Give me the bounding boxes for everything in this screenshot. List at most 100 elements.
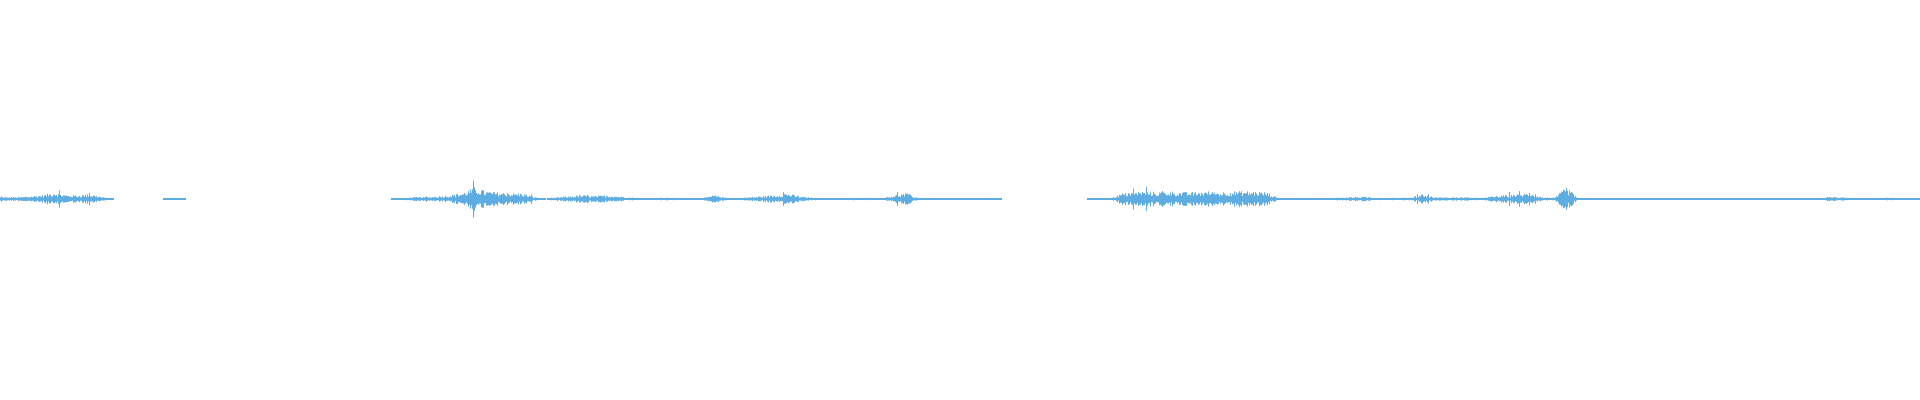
waveform-sample [1120, 195, 1121, 203]
waveform-sample [1163, 192, 1164, 206]
waveform-sample [1581, 198, 1582, 200]
waveform-sample [842, 198, 843, 200]
waveform-sample [877, 198, 878, 200]
waveform-sample [1911, 198, 1912, 200]
waveform-sample [890, 197, 891, 200]
waveform-sample [1316, 198, 1317, 200]
waveform-sample [93, 195, 94, 203]
waveform-sample [1898, 198, 1899, 200]
waveform-sample [1395, 198, 1396, 200]
waveform-sample [1440, 197, 1441, 201]
waveform-sample [1185, 192, 1186, 206]
waveform-sample [534, 198, 535, 200]
waveform-sample [5, 197, 6, 201]
waveform-sample [1699, 198, 1700, 200]
waveform-sample [1370, 197, 1371, 201]
waveform-sample [1424, 196, 1425, 202]
waveform-sample [1864, 198, 1865, 200]
waveform-sample [803, 197, 804, 201]
waveform-sample [736, 198, 737, 200]
waveform-sample [428, 197, 429, 201]
waveform-sample [393, 198, 394, 200]
waveform-sample [63, 195, 64, 203]
waveform-sample [1747, 198, 1748, 200]
waveform-sample [1733, 198, 1734, 200]
waveform-sample [1378, 198, 1379, 200]
waveform-sample [1754, 198, 1755, 200]
waveform-sample [1574, 197, 1575, 201]
waveform-sample [25, 196, 26, 201]
waveform-sample [110, 198, 111, 200]
waveform-sample [634, 198, 635, 200]
waveform-sample [1335, 198, 1336, 200]
waveform-sample [1470, 198, 1471, 200]
waveform-sample [1793, 198, 1794, 200]
waveform-sample [1903, 198, 1904, 200]
waveform-sample [935, 198, 936, 200]
waveform-sample [1190, 195, 1191, 203]
waveform-sample [1109, 198, 1110, 200]
waveform-sample [1569, 190, 1570, 208]
waveform-sample [576, 195, 577, 203]
waveform-sample [542, 198, 543, 200]
waveform-sample [1869, 198, 1870, 200]
waveform-sample [1248, 195, 1249, 203]
waveform-sample [720, 197, 721, 201]
waveform-sample [1617, 198, 1618, 200]
waveform-sample [1333, 198, 1334, 200]
waveform-sample [788, 194, 789, 204]
waveform-sample [1895, 198, 1896, 200]
waveform-sample [1327, 198, 1328, 200]
waveform-sample [111, 198, 112, 200]
waveform-sample [1872, 198, 1873, 200]
waveform-sample [21, 197, 22, 201]
waveform-sample [1729, 198, 1730, 200]
waveform-sample [1208, 191, 1209, 207]
waveform-sample [1407, 198, 1408, 200]
waveform-sample [1736, 198, 1737, 200]
waveform-sample [944, 198, 945, 200]
waveform-sample [741, 197, 742, 201]
waveform-sample [649, 198, 650, 200]
waveform-sample [1268, 195, 1269, 203]
waveform-sample [1787, 198, 1788, 200]
waveform-sample [1321, 198, 1322, 200]
waveform-sample [163, 198, 164, 200]
waveform-sample [703, 198, 704, 200]
waveform-sample [707, 197, 708, 201]
waveform-sample [91, 196, 92, 202]
waveform-sample [1197, 194, 1198, 204]
waveform-sample [1719, 198, 1720, 200]
waveform-sample [625, 198, 626, 200]
waveform-sample [562, 197, 563, 201]
waveform-sample [451, 197, 452, 201]
waveform-sample [107, 198, 108, 200]
waveform-sample [543, 198, 544, 200]
waveform-sample [1256, 193, 1257, 205]
waveform-sample [1481, 198, 1482, 200]
waveform-sample [400, 198, 401, 200]
waveform-sample [1603, 198, 1604, 200]
waveform-sample [1835, 197, 1836, 201]
waveform-sample [1187, 195, 1188, 203]
waveform-sample [422, 198, 423, 200]
waveform-sample [1582, 198, 1583, 200]
waveform-sample [747, 197, 748, 201]
waveform-sample [575, 197, 576, 201]
waveform-sample [879, 198, 880, 200]
waveform-sample [1862, 198, 1863, 200]
waveform-sample [946, 198, 947, 200]
waveform-sample [465, 194, 466, 204]
waveform-sample [646, 198, 647, 200]
waveform-sample [407, 197, 408, 201]
waveform-sample [1841, 197, 1842, 201]
waveform-sample [1837, 197, 1838, 201]
waveform-sample [855, 198, 856, 200]
waveform-sample [861, 198, 862, 200]
waveform-sample [512, 195, 513, 203]
waveform-sample [999, 198, 1000, 200]
waveform-sample [1765, 198, 1766, 200]
waveform-sample [500, 195, 501, 204]
waveform-sample [621, 196, 622, 202]
waveform-sample [1877, 197, 1878, 201]
